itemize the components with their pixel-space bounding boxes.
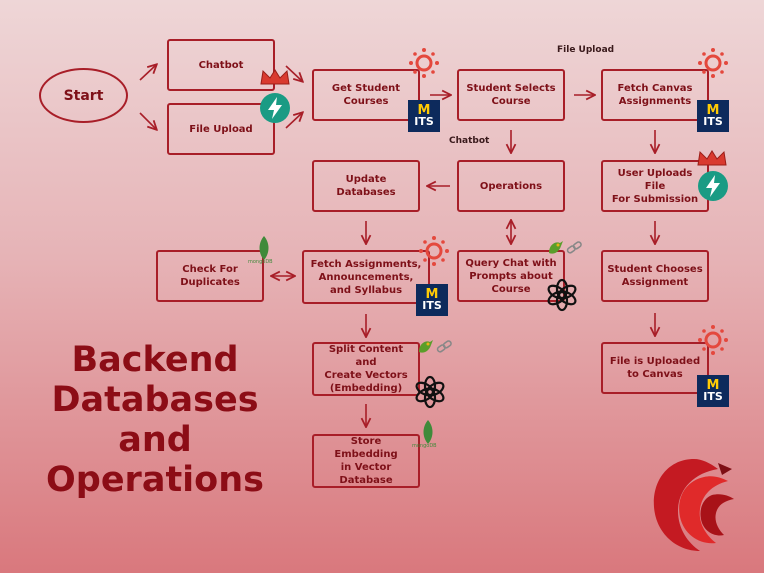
node-fetch-canvas-assignments: Fetch Canvas Assignments [601, 69, 709, 121]
node-operations: Operations [457, 160, 565, 212]
node-query-chat: Query Chat with Prompts about Course [457, 250, 565, 302]
node-get-student-courses: Get Student Courses [312, 69, 420, 121]
page-title: Backend Databases and Operations [46, 340, 264, 500]
arrow-fileupload-courses [285, 113, 302, 129]
red-hawk-logo-icon [653, 459, 734, 551]
node-file-upload: File Upload [167, 103, 275, 155]
node-user-uploads-file: User Uploads File For Submission [601, 160, 709, 212]
canvas-logo-icon [409, 48, 439, 78]
arrow-start-chatbot [139, 65, 156, 81]
node-student-selects-course: Student Selects Course [457, 69, 565, 121]
node-check-duplicates: Check For Duplicates [156, 250, 264, 302]
node-store-embedding: Store Embedding in Vector Database [312, 434, 420, 488]
arrow-chatbot-courses [285, 65, 302, 81]
start-node: Start [39, 68, 128, 123]
edge-label-file-upload: File Upload [557, 45, 615, 55]
lightning-bolt-icon [698, 171, 728, 201]
parrot-chain-icon [419, 340, 452, 353]
openai-icon [415, 375, 445, 409]
node-chatbot: Chatbot [167, 39, 275, 91]
parrot-chain-icon [549, 241, 582, 254]
node-student-chooses-assignment: Student Chooses Assignment [601, 250, 709, 302]
canvas-logo-icon [698, 48, 728, 78]
openai-icon [547, 278, 577, 312]
mongodb-leaf-icon: mongoDB [412, 419, 442, 455]
node-update-databases: Update Databases [312, 160, 420, 212]
arrow-start-fileupload [139, 112, 156, 129]
lightning-bolt-icon [260, 93, 290, 123]
svelte-crown-icon [260, 69, 290, 85]
node-fetch-assignments-announcements: Fetch Assignments, Announcements, and Sy… [302, 250, 430, 304]
svelte-crown-icon [697, 150, 727, 166]
node-split-content: Split Content and Create Vectors (Embedd… [312, 342, 420, 396]
canvas-logo-icon [698, 325, 728, 355]
node-file-uploaded-canvas: File is Uploaded to Canvas [601, 342, 709, 394]
canvas-logo-icon [419, 236, 449, 266]
edge-label-chatbot: Chatbot [449, 136, 490, 146]
mongodb-leaf-icon: mongoDB [248, 235, 278, 271]
